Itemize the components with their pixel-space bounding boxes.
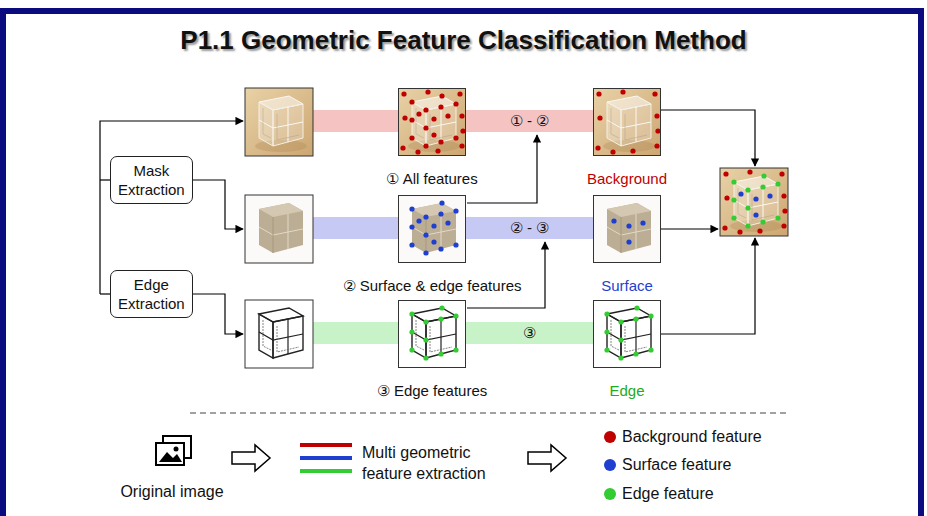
feature-band — [313, 217, 398, 239]
edge-photo — [245, 300, 313, 368]
panel-caption: ① All features — [386, 170, 477, 188]
original-photo — [245, 88, 313, 156]
panel-caption: Edge — [609, 382, 644, 400]
band-label: ① - ② — [507, 112, 552, 130]
color-line — [300, 469, 352, 473]
legend-dot — [604, 459, 616, 471]
panel-caption: Background — [587, 170, 667, 188]
legend-text: Edge feature — [622, 485, 714, 502]
result-photo — [720, 168, 788, 236]
mask-photo — [245, 195, 313, 263]
legend-row: Background feature — [604, 426, 762, 448]
image-panel: ① All features — [398, 88, 466, 156]
legend-dot — [604, 431, 616, 443]
slide-title: P1.1 Geometric Feature Classification Me… — [0, 24, 927, 56]
box-label: Edge Extraction — [118, 275, 185, 313]
image-panel: Background — [593, 88, 661, 156]
panel-caption: ③ Edge features — [377, 382, 488, 400]
color-line — [300, 443, 352, 447]
all-features-photo — [398, 88, 466, 156]
box-label: Mask Extraction — [118, 161, 185, 199]
panel-caption: Surface — [601, 277, 653, 295]
image-icon — [156, 436, 191, 465]
surface-edge-photo — [398, 195, 466, 263]
image-panel: Edge — [593, 300, 661, 368]
feature-band — [466, 110, 593, 132]
color-line — [300, 456, 352, 460]
surface-photo — [593, 195, 661, 263]
background-photo — [593, 88, 661, 156]
feature-band — [313, 322, 398, 344]
legend-row: Edge feature — [604, 483, 714, 505]
feature-band — [313, 110, 398, 132]
hollow-arrow — [232, 445, 270, 471]
band-label: ② - ③ — [507, 219, 552, 237]
band-label: ③ — [520, 324, 539, 342]
legend-text: Background feature — [622, 428, 762, 445]
process-box: Mask Extraction — [110, 156, 193, 204]
image-panel: ② Surface & edge features — [398, 195, 466, 263]
image-panel: ③ Edge features — [398, 300, 466, 368]
hollow-arrow — [528, 445, 566, 471]
process-box: Edge Extraction — [110, 270, 193, 318]
note-label: Original image — [120, 481, 223, 502]
divider-line — [190, 412, 790, 413]
legend-row: Surface feature — [604, 454, 731, 476]
feature-band — [466, 322, 593, 344]
edge-feature-photo — [398, 300, 466, 368]
image-panel: Surface — [593, 195, 661, 263]
panel-caption: ② Surface & edge features — [343, 277, 522, 295]
legend-text: Surface feature — [622, 456, 731, 473]
slide-frame — [3, 11, 921, 516]
legend-dot — [604, 488, 616, 500]
feature-band — [466, 217, 593, 239]
edge-result-photo — [593, 300, 661, 368]
note-label: Multi geometric feature extraction — [362, 442, 514, 484]
